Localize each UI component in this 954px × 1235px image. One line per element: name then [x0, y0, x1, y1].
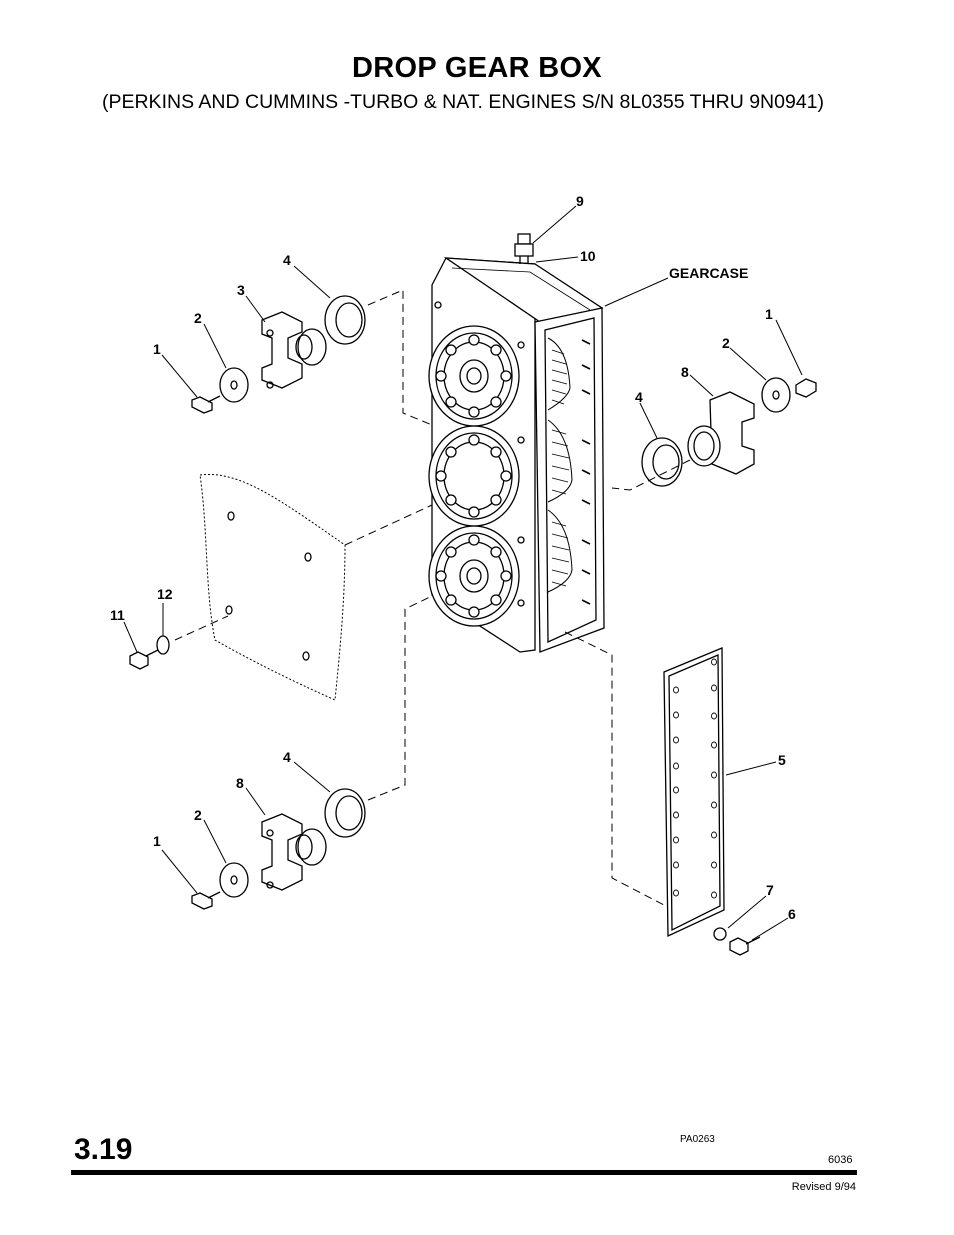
callout-10: 10: [580, 248, 596, 264]
callout-8-bottom: 8: [236, 775, 244, 791]
assembly-lines: [174, 289, 691, 906]
top-left-yoke-group: [191, 295, 366, 414]
callout-1-top: 1: [153, 341, 161, 357]
callout-gearcase: GEARCASE: [669, 265, 748, 281]
breather-plug: [514, 233, 534, 264]
callout-4-right: 4: [635, 389, 643, 405]
callout-3-top: 3: [237, 282, 245, 298]
figure-code: PA0263: [680, 1134, 715, 1145]
right-yoke-group: [641, 377, 817, 487]
bottom-left-yoke-group: [191, 788, 366, 910]
revision-note: Revised 9/94: [791, 1181, 856, 1193]
callout-8-right: 8: [681, 364, 689, 380]
page-title: DROP GEAR BOX: [352, 52, 602, 84]
doc-number: 6036: [828, 1154, 853, 1166]
callout-12: 12: [157, 586, 173, 602]
callout-11: 11: [110, 607, 125, 623]
callout-7: 7: [766, 882, 774, 898]
gearcase: [428, 257, 605, 653]
cover-plate: [663, 647, 761, 956]
callout-2-bottom: 2: [194, 807, 202, 823]
callout-6: 6: [788, 906, 796, 922]
callout-2-right: 2: [722, 335, 730, 351]
page-number: 3.19: [74, 1133, 133, 1166]
callout-5: 5: [778, 752, 786, 768]
callout-2-top: 2: [194, 310, 202, 326]
callout-4-bottom: 4: [283, 749, 291, 765]
callout-9: 9: [576, 193, 584, 209]
leader-lines: [123, 205, 803, 941]
page-subtitle: (PERKINS AND CUMMINS -TURBO & NAT. ENGIN…: [101, 91, 825, 113]
callout-1-right: 1: [765, 306, 773, 322]
callout-1-bottom: 1: [153, 833, 161, 849]
footer-rule: [71, 1170, 857, 1175]
callout-4-top: 4: [283, 252, 291, 268]
